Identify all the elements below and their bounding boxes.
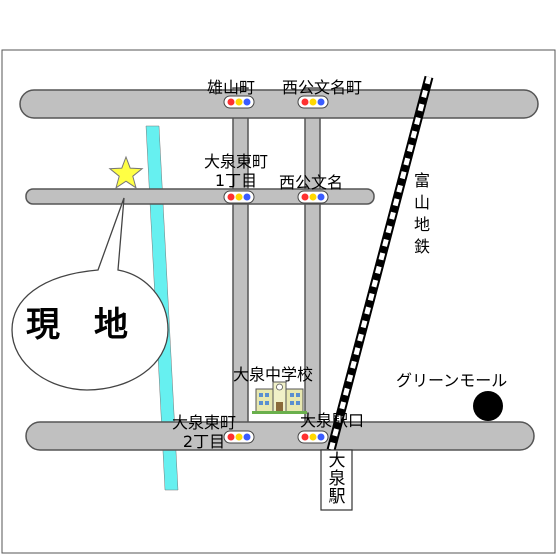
traffic-signal-icon: [297, 95, 329, 109]
label-toyama-chitetsu: 富山地鉄: [413, 171, 430, 256]
label-oizumi-higashi-1: 大泉東町 1丁目: [203, 152, 268, 190]
road-top: [19, 89, 539, 119]
road-vertical-right: [304, 87, 321, 449]
label-oizumi-ekiguchi: 大泉駅口: [300, 411, 365, 430]
traffic-signal-icon: [223, 95, 255, 109]
current-location-bubble: [11, 197, 169, 391]
label-oizumi-junior-high: 大泉中学校: [233, 365, 314, 384]
label-yuzanmachi: 雄山町: [207, 78, 256, 97]
label-oizumi-higashi-2: 大泉東町 2丁目: [171, 413, 236, 451]
traffic-signal-icon: [297, 190, 329, 204]
traffic-signal-icon: [223, 190, 255, 204]
road-vertical-left: [232, 87, 249, 449]
traffic-signal-icon: [297, 430, 329, 444]
current-location-star-icon: [108, 155, 144, 189]
railway-line: [326, 75, 434, 452]
green-mall-marker-icon: [473, 391, 503, 421]
road-middle: [25, 188, 375, 205]
label-oizumi-station: 大泉駅: [328, 451, 346, 507]
school-building-icon: [252, 381, 307, 414]
label-nishikoubunmeimachi: 西公文名町: [282, 78, 363, 97]
traffic-signal-icon: [223, 430, 255, 444]
label-nishikoubunmei: 西公文名: [279, 173, 344, 192]
station-box: [320, 449, 353, 511]
road-bottom: [25, 421, 535, 451]
label-green-mall: グリーンモール: [396, 371, 508, 390]
label-current-location: 現 地: [26, 305, 128, 345]
